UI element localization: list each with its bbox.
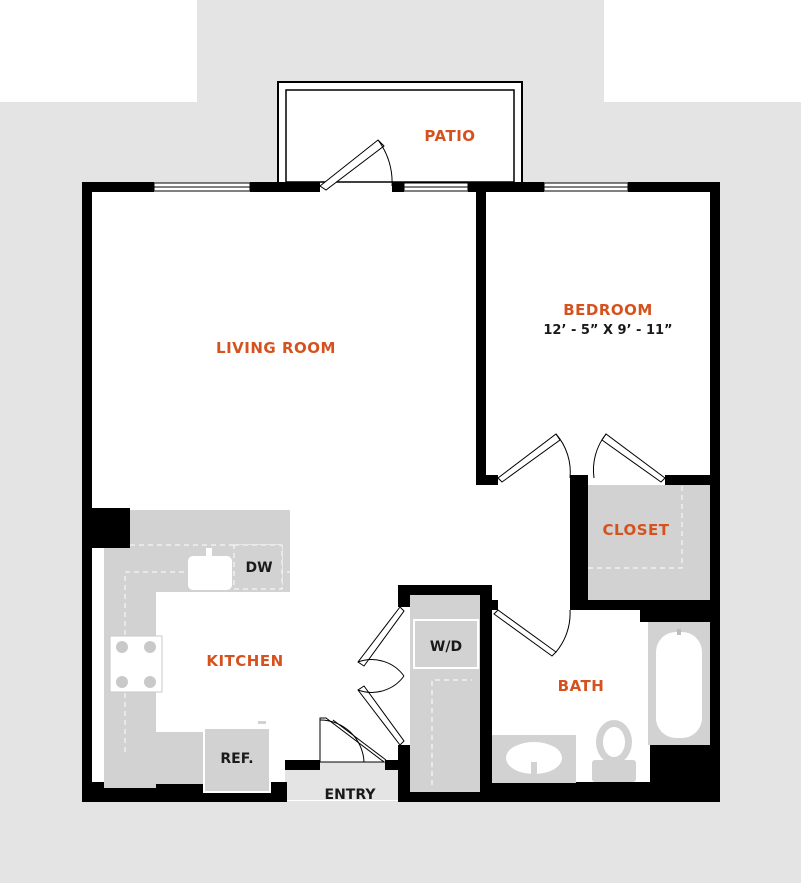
bath-label: BATH	[558, 677, 605, 695]
refrigerator	[203, 727, 271, 793]
bedroom-label: BEDROOM	[563, 301, 653, 319]
closet-fill	[588, 485, 710, 600]
tub-faucet-icon	[677, 629, 681, 635]
closet-shelf-line	[588, 485, 683, 569]
bath-faucet-icon	[531, 762, 537, 774]
cooktop	[109, 635, 163, 693]
closet-label: CLOSET	[602, 521, 669, 539]
faucet-icon	[206, 548, 212, 560]
washer-dryer-label: W/D	[430, 639, 462, 655]
patio-floor	[278, 82, 522, 186]
kitchen-label: KITCHEN	[206, 652, 283, 670]
kitchen-sink	[188, 556, 232, 590]
entry-label: ENTRY	[325, 787, 377, 803]
doors	[319, 139, 666, 763]
living-room-label: LIVING ROOM	[216, 339, 336, 357]
bedroom-dimensions: 12’ - 5” X 9’ - 11”	[543, 323, 672, 338]
dishwasher-label: DW	[245, 560, 272, 576]
dishwasher	[233, 544, 283, 590]
bath-sink	[506, 742, 562, 774]
windows	[153, 182, 629, 192]
washer-dryer	[413, 619, 479, 669]
patio-label: PATIO	[424, 127, 475, 145]
bathtub-basin	[656, 632, 702, 738]
toilet-seat	[603, 727, 625, 757]
fridge-handle	[258, 721, 266, 724]
walls	[82, 182, 720, 802]
refrigerator-label: REF.	[220, 751, 253, 767]
